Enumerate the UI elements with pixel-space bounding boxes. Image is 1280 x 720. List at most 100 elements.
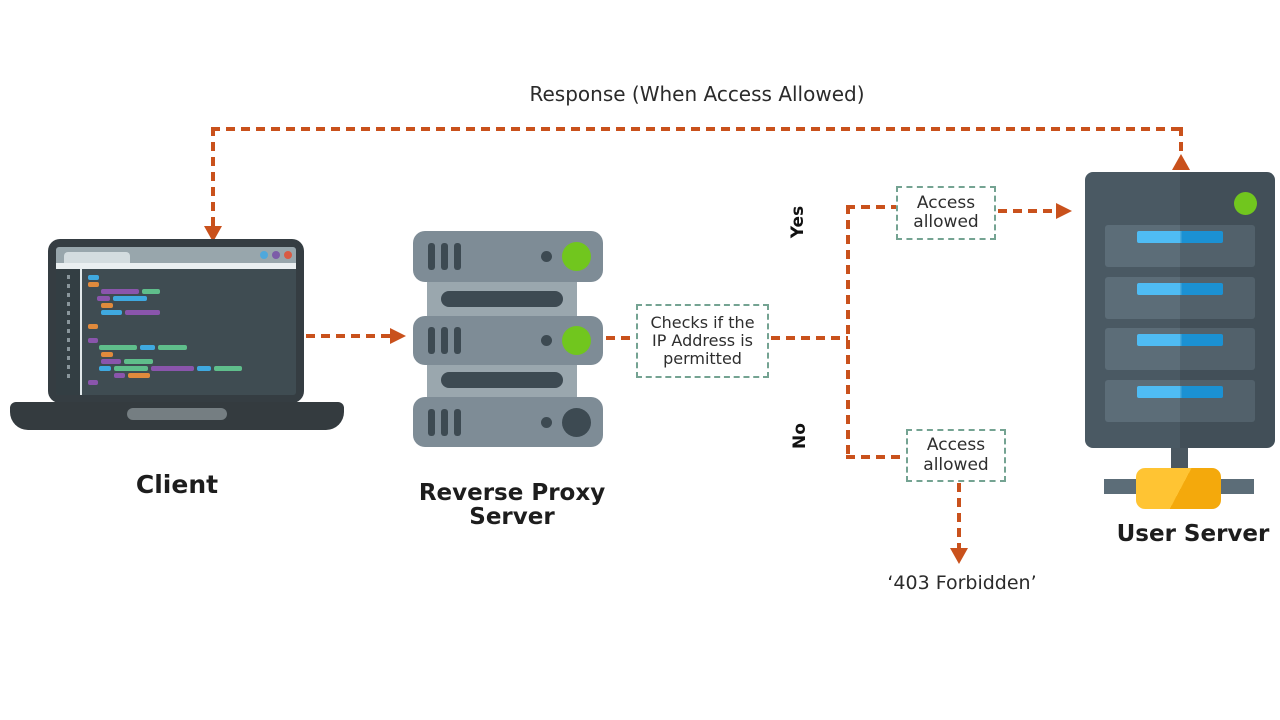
response-arrowhead-server [1172, 154, 1190, 170]
yes-branch-line [846, 205, 896, 209]
vent-slot-icon [441, 409, 448, 436]
code-row [86, 274, 296, 281]
status-led-green-icon [562, 326, 591, 355]
arrowhead-userserver [1056, 203, 1072, 219]
client-label: Client [135, 470, 219, 499]
code-bar [114, 373, 125, 378]
code-bar [114, 366, 148, 371]
vent-slot-icon [428, 409, 435, 436]
client-laptop-screen [56, 247, 296, 395]
drive-bay [1105, 328, 1255, 370]
vent-slot-icon [428, 243, 435, 270]
response-line-horizontal [211, 127, 1183, 131]
ip-check-line3: permitted [663, 348, 742, 368]
network-cable-left [1104, 479, 1137, 494]
drive-bay [1105, 225, 1255, 267]
laptop-trackpad-notch [127, 408, 227, 420]
code-row [86, 379, 296, 386]
access-top-line2: allowed [913, 212, 979, 232]
code-bar [88, 275, 99, 280]
line-number-dots [67, 275, 70, 383]
code-bar [88, 282, 99, 287]
tower-shading [1180, 172, 1275, 448]
response-line-left-vertical [211, 127, 215, 227]
code-row [86, 344, 296, 351]
browser-address-bar [56, 263, 296, 269]
ip-check-line2: IP Address is [651, 331, 754, 351]
code-row [86, 351, 296, 358]
code-row [86, 309, 296, 316]
line-checkbox-branch [771, 336, 848, 340]
code-lines [82, 269, 296, 395]
code-row [86, 337, 296, 344]
response-line-right-vertical [1179, 127, 1183, 155]
line-to-forbidden [957, 483, 961, 548]
browser-dot-red-icon [284, 251, 292, 259]
code-bar [99, 345, 137, 350]
code-bar [88, 338, 98, 343]
status-led-green-icon [562, 242, 591, 271]
proxy-unit-1 [413, 231, 603, 282]
power-dot-icon [541, 335, 552, 346]
access-top-line1: Access [916, 192, 976, 213]
code-row [86, 295, 296, 302]
vent-slot-icon [441, 243, 448, 270]
arrowhead-forbidden [950, 548, 968, 564]
drive-bay-bar-icon [1137, 231, 1223, 243]
code-row [86, 323, 296, 330]
drive-bay-bar-icon [1137, 386, 1223, 398]
power-dot-icon [541, 251, 552, 262]
network-cable-right [1220, 479, 1254, 494]
code-bar [88, 380, 98, 385]
client-laptop [48, 239, 304, 403]
line-proxy-checkbox [606, 336, 634, 340]
vent-slot-icon [454, 327, 461, 354]
proxy-unit-3 [413, 397, 603, 447]
drive-bay [1105, 380, 1255, 422]
request-arrowhead-proxy [390, 328, 406, 344]
status-led-dark-icon [562, 408, 591, 437]
code-bar [151, 366, 194, 371]
forbidden-label: ‘403 Forbidden’ [887, 572, 1037, 594]
code-row [86, 365, 296, 372]
access-bottom-line2: allowed [923, 454, 989, 475]
vent-slot-icon [454, 409, 461, 436]
code-bar [214, 366, 242, 371]
code-bar [125, 310, 160, 315]
network-hub-icon [1136, 468, 1221, 509]
code-bar [101, 359, 121, 364]
code-bar [101, 352, 113, 357]
drive-bay-bar-icon [1137, 283, 1223, 295]
branch-label-no: No [790, 423, 810, 449]
proxy-chassis-gap-2 [427, 360, 577, 400]
browser-titlebar [56, 247, 296, 263]
code-bar [88, 324, 98, 329]
drive-bay [1105, 277, 1255, 319]
code-bar [158, 345, 187, 350]
code-bar [197, 366, 211, 371]
code-bar [97, 296, 110, 301]
code-bar [140, 345, 155, 350]
code-bar [101, 303, 113, 308]
browser-dot-blue-icon [260, 251, 268, 259]
request-line-client-proxy [306, 334, 392, 338]
code-bar [113, 296, 147, 301]
access-bottom-line1: Access [926, 435, 986, 456]
access-allowed-box-top: Access allowed [896, 186, 996, 240]
code-bar [124, 359, 153, 364]
line-accessbox-userserver [998, 209, 1056, 213]
proxy-unit-2 [413, 316, 603, 365]
response-arrowhead-client [204, 226, 222, 242]
code-bar [99, 366, 111, 371]
power-dot-icon [541, 417, 552, 428]
branch-label-yes: Yes [788, 205, 808, 239]
user-server-tower [1085, 172, 1275, 448]
code-row [86, 316, 296, 323]
code-row [86, 288, 296, 295]
code-row [86, 302, 296, 309]
reverse-proxy-label: Reverse Proxy Server [402, 481, 622, 529]
vent-slot-icon [428, 327, 435, 354]
laptop-base [10, 402, 344, 430]
reverse-proxy-label-line2: Server [469, 504, 555, 531]
drive-bay-bar-icon [1137, 334, 1223, 346]
